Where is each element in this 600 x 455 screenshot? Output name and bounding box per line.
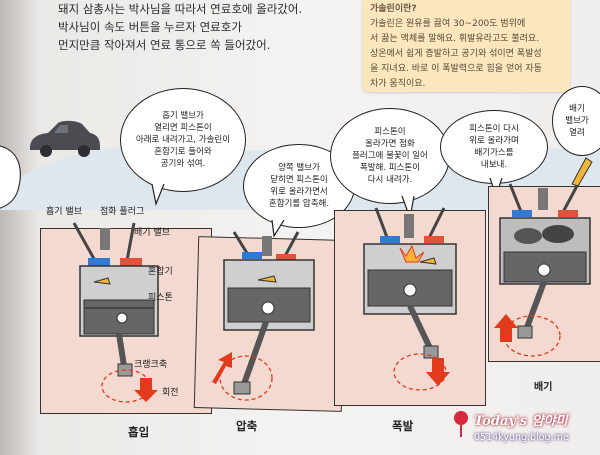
bubble-tail xyxy=(271,220,285,238)
label-rotation: 회전 xyxy=(162,388,179,398)
stage-title-intake: 흡입 xyxy=(128,425,150,439)
watermark-url: 0514kyung.blog.me xyxy=(474,432,569,443)
speech-bubble-valve: 배기 밸브가 열려 xyxy=(552,86,600,156)
rotation-arrow-icon xyxy=(393,353,450,391)
story-text: 돼지 삼총사는 박사님을 따라서 연료호에 올라갔어. 박사님이 속도 버튼을 … xyxy=(58,0,348,54)
speech-bubble-combustion: 피스톤이 올라가면 점화 플러그에 불꽃이 일어 폭발해. 피스톤이 다시 내려… xyxy=(330,108,450,204)
engine-cylinder-combustion xyxy=(363,207,457,359)
lollipop-logo-icon xyxy=(454,411,468,437)
note-title: 가솔린이란? xyxy=(370,4,417,14)
speech-bubble-intake: 흡기 밸브가 열리면 피스톤이 아래로 내려가고, 가솔린이 혼합기로 들어와 … xyxy=(120,88,246,192)
story-line: 박사님이 속도 버튼을 누르자 연료호가 xyxy=(58,20,242,34)
margin-bubble-icon xyxy=(0,145,21,209)
bubble-tail xyxy=(151,184,165,206)
label-piston: 피스톤 xyxy=(148,293,173,303)
speech-bubble-exhaust: 피스톤이 다시 위로 올라가며 배기가스를 내보내. xyxy=(440,110,548,184)
story-line: 먼지만큼 작아져서 연료 통으로 쏙 들어갔어. xyxy=(58,38,271,52)
note-line: 을 지녀요. 바로 이 폭발력으로 힘을 얻어 자동 xyxy=(370,64,542,74)
bubble-text: 배기 밸브가 열려 xyxy=(565,104,589,138)
engine-cylinder-exhaust xyxy=(499,183,591,339)
note-line: 상온에서 쉽게 증발하고 공기와 섞이면 폭발성 xyxy=(370,49,542,59)
stage-title-compression: 압축 xyxy=(236,419,258,433)
rotation-arrow-icon xyxy=(494,314,561,357)
bubble-text: 피스톤이 다시 위로 올라가며 배기가스를 내보내. xyxy=(469,124,519,170)
label-exhaust-valve: 배기 밸브 xyxy=(134,228,170,238)
bubble-text: 양쪽 밸브가 닫히면 피스톤이 위로 올라가면서 혼합기를 압축해. xyxy=(268,163,330,209)
label-intake-valve: 흡기 밸브 xyxy=(46,207,82,217)
label-spark-plug: 점화 플러그 xyxy=(100,207,145,217)
note-line: 차가 움직이요. xyxy=(370,79,426,89)
watermark-title: Today's 얌야미 xyxy=(474,414,568,429)
gasoline-note: 가솔린이란? 가솔린은 원유를 끓여 30~200도 범위에 서 끓는 액체를 … xyxy=(362,0,570,92)
label-crankshaft: 크랭크축 xyxy=(134,360,168,370)
bubble-text: 피스톤이 올라가면 점화 플러그에 불꽃이 일어 폭발해. 피스톤이 다시 내려… xyxy=(352,127,428,185)
engine-cylinder-intake xyxy=(72,222,159,377)
rotation-arrow-icon xyxy=(101,369,158,403)
fuel-drop-icon xyxy=(571,157,593,187)
note-line: 서 끓는 액체를 말해요. 휘발유라고도 불려요. xyxy=(370,34,540,44)
stage-title-exhaust: 배기 xyxy=(534,382,553,393)
note-line: 가솔린은 원유를 끓여 30~200도 범위에 xyxy=(370,19,526,29)
bubble-text: 흡기 밸브가 열리면 피스톤이 아래로 내려가고, 가솔린이 혼합기로 들어와 … xyxy=(135,111,231,169)
label-mixture: 혼합기 xyxy=(148,267,173,277)
rotation-arrow-icon xyxy=(212,352,273,401)
stage-title-combustion: 폭발 xyxy=(392,419,414,433)
story-line: 돼지 삼총사는 박사님을 따라서 연료호에 올라갔어. xyxy=(58,2,303,16)
engine-cylinder-compression xyxy=(223,231,315,395)
car-icon xyxy=(30,120,100,157)
